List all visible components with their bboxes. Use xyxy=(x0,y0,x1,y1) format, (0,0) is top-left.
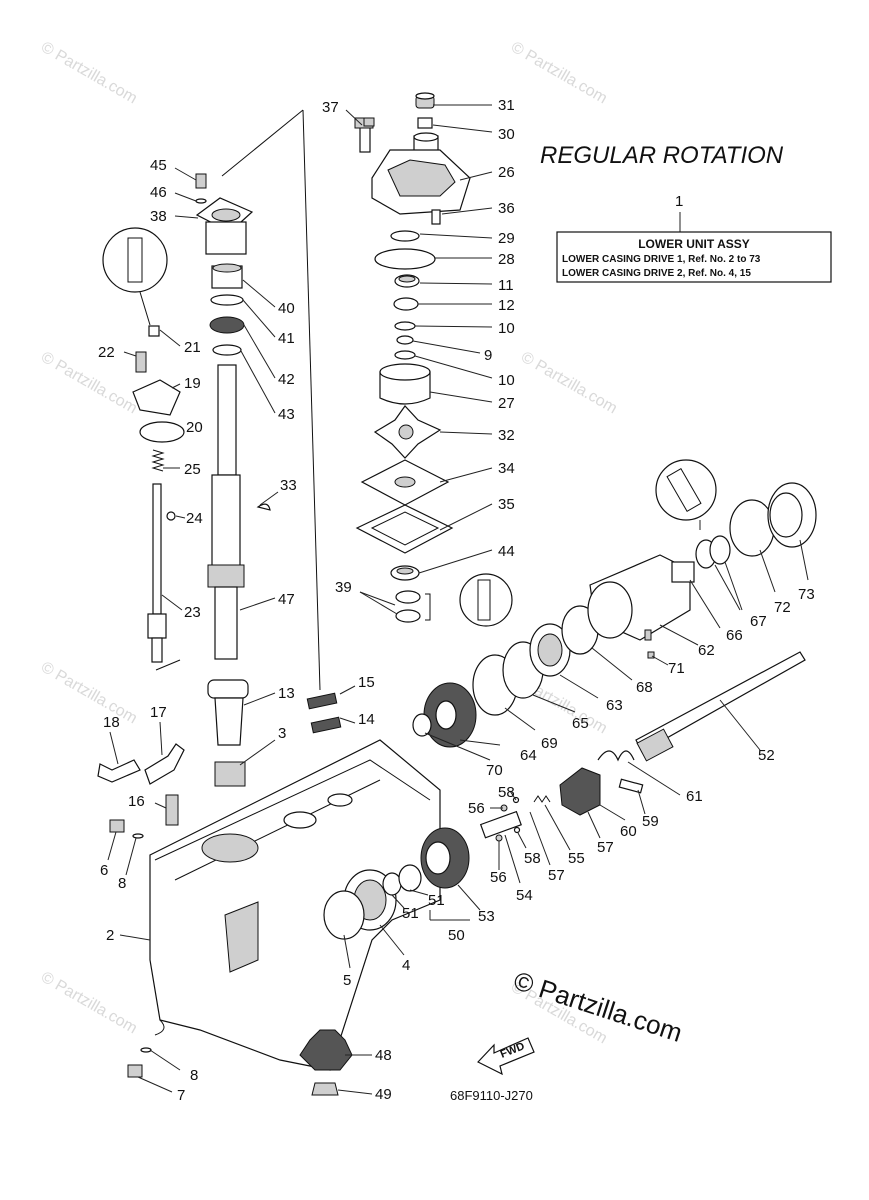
callout-38: 38 xyxy=(150,208,167,225)
callout-72: 72 xyxy=(774,599,791,616)
callout-25: 25 xyxy=(184,461,201,478)
callout-56b: 56 xyxy=(468,800,485,817)
callout-42: 42 xyxy=(278,371,295,388)
callout-21: 21 xyxy=(184,339,201,356)
callout-51a: 51 xyxy=(402,905,419,922)
callout-30: 30 xyxy=(498,126,515,143)
callout-51b: 51 xyxy=(428,892,445,909)
callout-67: 67 xyxy=(750,613,767,630)
callout-65: 65 xyxy=(572,715,589,732)
callout-54: 54 xyxy=(516,887,533,904)
callout-44: 44 xyxy=(498,543,515,560)
callout-4: 4 xyxy=(402,957,410,974)
callout-28: 28 xyxy=(498,251,515,268)
callout-14: 14 xyxy=(358,711,375,728)
callout-6: 6 xyxy=(100,862,108,879)
watermark-text: © Partzilla.com xyxy=(38,659,140,728)
callout-26: 26 xyxy=(498,164,515,181)
callout-50: 50 xyxy=(448,927,465,944)
callout-labels: 31 30 26 36 29 28 11 12 10 9 10 27 32 34… xyxy=(98,97,815,1104)
assembly-box-heading: LOWER UNIT ASSY xyxy=(638,237,750,251)
callout-43: 43 xyxy=(278,406,295,423)
callout-62: 62 xyxy=(698,642,715,659)
callout-70: 70 xyxy=(486,762,503,779)
callout-9: 9 xyxy=(484,347,492,364)
watermark-text: © Partzilla.com xyxy=(38,349,140,418)
watermark-text: © Partzilla.com xyxy=(38,969,140,1038)
callout-23: 23 xyxy=(184,604,201,621)
callout-41: 41 xyxy=(278,330,295,347)
assembly-box-line-2: LOWER CASING DRIVE 2, Ref. No. 4, 15 xyxy=(562,268,751,279)
parts-artwork xyxy=(97,92,817,1096)
callout-11: 11 xyxy=(498,277,514,294)
callout-40: 40 xyxy=(278,300,295,317)
callout-73: 73 xyxy=(798,586,815,603)
callout-2: 2 xyxy=(106,927,114,944)
callout-15: 15 xyxy=(358,674,375,691)
callout-53: 53 xyxy=(478,908,495,925)
callout-36: 36 xyxy=(498,200,515,217)
callout-10b: 10 xyxy=(498,372,515,389)
callout-10: 10 xyxy=(498,320,515,337)
callout-39: 39 xyxy=(335,579,352,596)
callout-17: 17 xyxy=(150,704,167,721)
assembly-box-line-1: LOWER CASING DRIVE 1, Ref. No. 2 to 73 xyxy=(562,254,761,265)
callout-22: 22 xyxy=(98,344,115,361)
watermark-text: © Partzilla.com xyxy=(38,39,140,108)
callout-34: 34 xyxy=(498,460,515,477)
callout-66: 66 xyxy=(726,627,743,644)
callout-31: 31 xyxy=(498,97,515,114)
callout-18: 18 xyxy=(103,714,120,731)
callout-61: 61 xyxy=(686,788,703,805)
callout-3: 3 xyxy=(278,725,286,742)
callout-37: 37 xyxy=(322,99,339,116)
callout-57a: 57 xyxy=(548,867,565,884)
leader-lines xyxy=(107,104,809,1095)
callout-59: 59 xyxy=(642,813,659,830)
callout-60: 60 xyxy=(620,823,637,840)
callout-8: 8 xyxy=(118,875,126,892)
callout-27: 27 xyxy=(498,395,515,412)
callout-49: 49 xyxy=(375,1086,392,1103)
callout-13: 13 xyxy=(278,685,295,702)
callout-33: 33 xyxy=(280,477,297,494)
callout-29: 29 xyxy=(498,230,515,247)
watermark-text: © Partzilla.com xyxy=(518,349,620,418)
callout-5: 5 xyxy=(343,972,351,989)
assembly-callout: 1 xyxy=(675,193,683,210)
callout-20: 20 xyxy=(186,419,203,436)
callout-56a: 56 xyxy=(490,869,507,886)
callout-8b: 8 xyxy=(190,1067,198,1084)
callout-68: 68 xyxy=(636,679,653,696)
callout-57b: 57 xyxy=(597,839,614,856)
callout-45: 45 xyxy=(150,157,167,174)
callout-16: 16 xyxy=(128,793,145,810)
drawing-code: 68F9110-J270 xyxy=(450,1088,533,1103)
callout-63: 63 xyxy=(606,697,623,714)
callout-47: 47 xyxy=(278,591,295,608)
callout-48: 48 xyxy=(375,1047,392,1064)
callout-32: 32 xyxy=(498,427,515,444)
callout-71: 71 xyxy=(668,660,685,677)
callout-55: 55 xyxy=(568,850,585,867)
diagram-title: REGULAR ROTATION xyxy=(540,142,784,169)
watermark-text: © Partzilla.com xyxy=(508,39,610,108)
callout-7: 7 xyxy=(177,1087,185,1104)
callout-46: 46 xyxy=(150,184,167,201)
callout-12: 12 xyxy=(498,297,515,314)
callout-64: 64 xyxy=(520,747,537,764)
callout-52: 52 xyxy=(758,747,775,764)
water-pump-housing-part xyxy=(354,92,471,225)
callout-35: 35 xyxy=(498,496,515,513)
callout-69: 69 xyxy=(541,735,558,752)
callout-58a: 58 xyxy=(498,784,515,801)
callout-58b: 58 xyxy=(524,850,541,867)
callout-24: 24 xyxy=(186,510,203,527)
callout-19: 19 xyxy=(184,375,201,392)
lower-casing-part xyxy=(149,739,441,1071)
assembly-info-box: LOWER UNIT ASSY LOWER CASING DRIVE 1, Re… xyxy=(556,231,832,283)
